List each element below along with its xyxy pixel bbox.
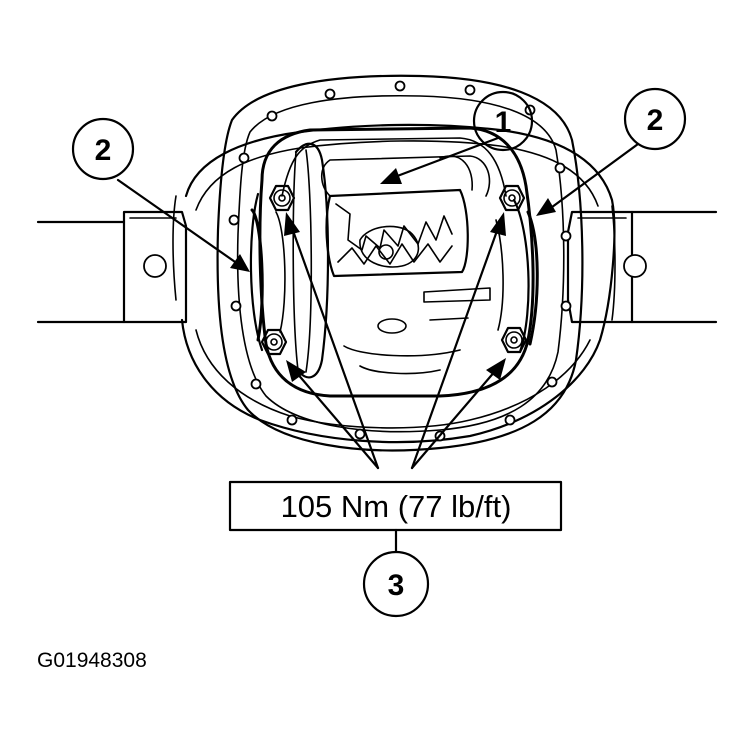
arrowhead-3d <box>486 358 506 380</box>
callout-2-left: 2 <box>71 117 135 181</box>
differential-case <box>320 155 491 375</box>
bolt-lower-right <box>500 326 528 354</box>
figure-id: G01948308 <box>37 649 147 672</box>
callout-3-label: 3 <box>388 569 405 602</box>
callout-2-left-label: 2 <box>95 134 112 167</box>
arrowhead-2-left <box>230 254 250 272</box>
bolt-upper-left <box>268 184 296 212</box>
callout-1-label: 1 <box>495 106 512 139</box>
right-axle-tube <box>566 210 718 324</box>
bolt-upper-right <box>498 184 526 212</box>
left-bearing-cap <box>249 192 286 352</box>
cover-flange <box>216 74 584 452</box>
torque-spec-label: 105 Nm (77 lb/ft) <box>281 489 512 524</box>
callout-1: 1 <box>472 90 534 152</box>
arrowhead-3b <box>286 360 306 382</box>
callout-2-right-label: 2 <box>647 104 664 137</box>
arrowhead-2-right <box>536 198 556 216</box>
torque-spec-box: 105 Nm (77 lb/ft) <box>228 480 563 532</box>
ring-gear <box>292 142 330 379</box>
left-axle-tube <box>36 210 188 324</box>
arrowhead-3a <box>284 212 300 236</box>
callout-3: 3 <box>362 550 430 618</box>
callout-2-right: 2 <box>623 87 687 151</box>
bolt-lower-left <box>260 328 288 356</box>
leader-lines <box>116 136 640 554</box>
arrowhead-1 <box>380 168 402 184</box>
arrowhead-3c <box>490 212 506 236</box>
